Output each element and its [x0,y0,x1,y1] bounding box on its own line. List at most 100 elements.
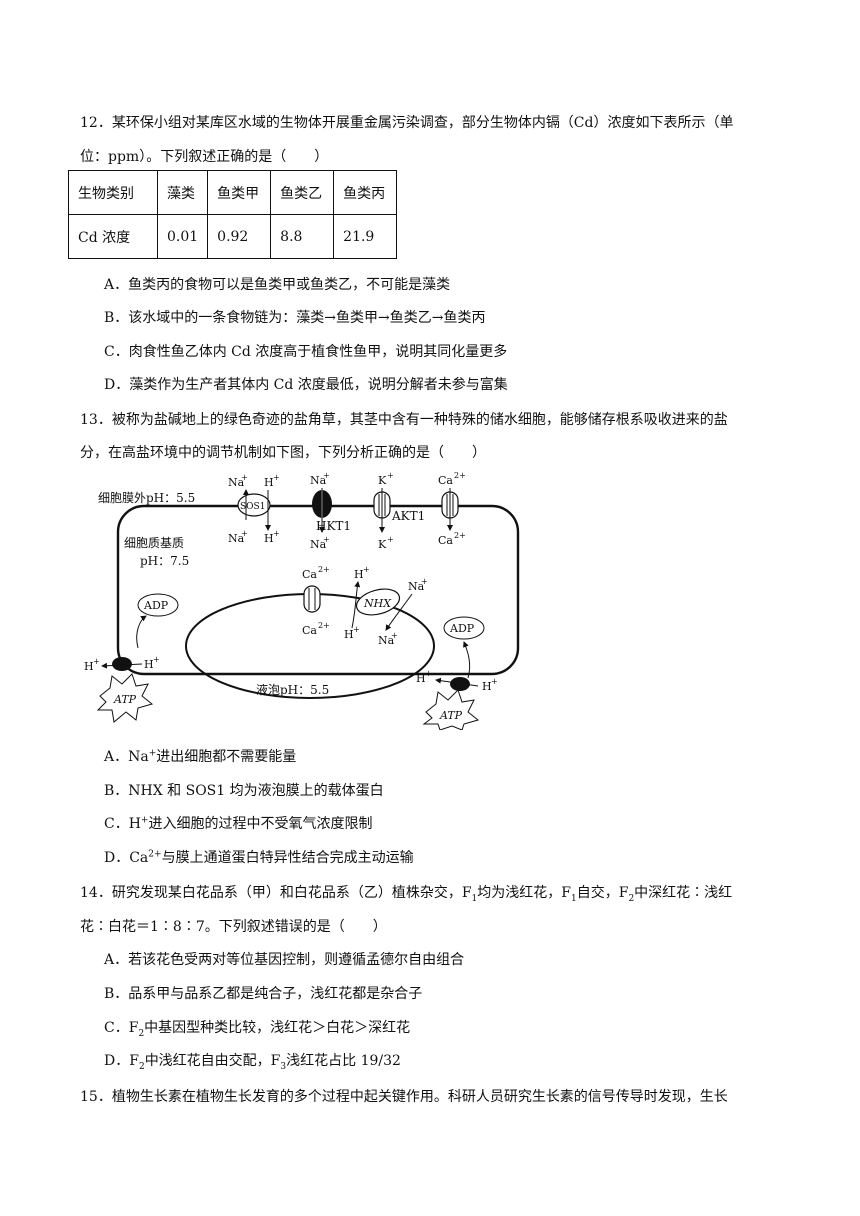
ca-channel-vacuole [303,585,321,613]
table-cell: 0.01 [156,214,209,259]
na-nhx-top: Na [408,580,425,593]
q15-stem-line1: 15．植物生长素在植物生长发育的多个过程中起关键作用。科研人员研究生长素的信号传… [80,1089,728,1105]
ca-vac-bottom-charge: 2+ [318,621,330,630]
subscript: 1 [471,893,478,904]
h-pump-right-a: H [416,672,426,685]
ADP-bubble-left [137,593,179,617]
h-top-sos1: H [264,476,274,489]
h-nhx-top: H [354,568,364,581]
q14-option-c: C．F2中基因型种类比较，浅红花＞白花＞深红花 [104,1017,410,1039]
option-text: D．F [104,1053,139,1069]
ca-vac-top: Ca [302,568,317,581]
cd-table: 生物类别 藻类 鱼类甲 鱼类乙 鱼类丙 Cd 浓度 0.01 0.92 8.8 … [68,170,398,259]
subscript: 2 [628,893,635,904]
ca-vac-bottom: Ca [302,624,317,637]
ca-bottom-charge: 2+ [454,531,466,540]
k-bottom: K [378,538,387,551]
k-top: K [378,474,387,487]
na-top-sos1-charge: + [241,473,248,482]
option-text: 进出细胞都不需要能量 [156,749,297,765]
option-text: A．Na [104,749,149,765]
q13-stem-line2: 分，在高盐环境中的调节机制如下图，下列分析正确的是（ ） [80,445,486,461]
nhx-label: NHX [363,597,392,610]
q12-stem-line1: 12．某环保小组对某库区水域的生物体开展重金属污染调查，部分生物体内镉（Cd）浓… [80,115,734,131]
adp-right-label: ADP [449,622,475,635]
h-pump-left [112,657,132,671]
q14-stem-line2: 花∶白花＝1∶8∶7。下列叙述错误的是（ ） [80,919,387,935]
h-pump-left-out: H [84,660,94,673]
superscript: + [140,815,149,826]
table-cell: 鱼类甲 [207,170,272,215]
q14-option-a: A．若该花色受两对等位基因控制，则遵循孟德尔自由组合 [104,952,465,968]
stem-text: 均为浅红花，F [477,885,571,901]
sos1-label: SOS1 [240,502,265,512]
h-pump-left-in-charge: + [153,655,160,664]
h-pump-right-b-charge: + [491,677,498,686]
h-nhx-bottom: H [344,628,354,641]
table-cell: 生物类别 [68,170,158,215]
option-text: 中浅红花自由交配，F [144,1053,281,1069]
ADP-bubble-right [443,616,485,640]
q12-option-c: C．肉食性鱼乙体内 Cd 浓度高于植食性鱼甲，说明其同化量更多 [104,344,508,360]
q12-option-d: D．藻类作为生产者其体内 Cd 浓度最低，说明分解者未参与富集 [104,377,508,393]
q12-option-a: A．鱼类丙的食物可以是鱼类甲或鱼类乙，不可能是藻类 [104,277,451,293]
q12-option-b: B．该水域中的一条食物链为：藻类→鱼类甲→鱼类乙→鱼类丙 [104,310,486,326]
subscript: 1 [570,893,577,904]
q13-option-a: A．Na+进出细胞都不需要能量 [104,746,296,766]
q13-stem-line1: 13．被称为盐碱地上的绿色奇迹的盐角草，其茎中含有一种特殊的储水细胞，能够储存根… [80,412,728,428]
ca-top-charge: 2+ [454,471,466,480]
option-text: C．H [104,816,141,832]
ATP-burst-left [96,673,154,723]
table-row: Cd 浓度 0.01 0.92 8.8 21.9 [68,214,398,259]
h-top-sos1-charge: + [273,473,280,482]
table-cell: 8.8 [270,214,335,259]
hkt1-label: HKT1 [316,519,351,533]
h-pump-right-b: H [482,680,492,693]
adp-left-label: ADP [143,599,169,612]
q14-option-d: D．F2中浅红花自由交配，F3浅红花占比 19/32 [104,1050,401,1072]
h-nhx-top-charge: + [363,565,370,574]
na-arrow-nhx [385,593,413,631]
na-bottom-hkt1: Na [310,538,327,551]
cytoplasm-label: 细胞质基质 [124,536,184,550]
option-text: 中基因型种类比较，浅红花＞白花＞深红花 [144,1020,411,1036]
k-top-charge: + [387,471,394,480]
nhx-protein [355,588,401,616]
superscript: 2+ [148,849,162,860]
stem-text: 中深红花∶浅红 [634,885,733,901]
q13-option-b: B．NHX 和 SOS1 均为液泡膜上的载体蛋白 [104,783,384,799]
superscript: + [148,748,157,759]
h-arrow-pump-right [435,677,479,687]
na-top-hkt1-charge: + [323,471,330,480]
h-pump-left-in: H [144,658,154,671]
h-arrow-nhx [351,581,361,629]
stem-text: 14．研究发现某白花品系（甲）和白花品系（乙）植株杂交，F [80,885,472,901]
cell-diagram: 细胞膜外pH：5.5 细胞质基质 pH：7.5 液泡pH：5.5 SOS1 Na… [84,471,520,730]
q13-option-d: D．Ca2+与膜上通道蛋白特异性结合完成主动运输 [104,847,414,867]
h-pump-left-out-charge: + [93,657,100,666]
q12-stem-line2: 位：ppm）。下列叙述正确的是（ ） [80,149,329,165]
table-cell: Cd 浓度 [68,214,158,259]
ca-top: Ca [438,474,453,487]
h-pump-right [450,677,470,691]
vacuole-ph-label: 液泡pH：5.5 [256,682,329,697]
table-cell: 藻类 [156,170,209,215]
k-bottom-charge: + [387,535,394,544]
q14-option-b: B．品系甲与品系乙都是纯合子，浅红花都是杂合子 [104,986,423,1002]
na-bottom-sos1: Na [228,532,245,545]
na-nhx-bottom: Na [378,634,395,647]
table-cell: 鱼类丙 [333,170,398,215]
table-cell: 0.92 [207,214,272,259]
na-nhx-bottom-charge: + [391,631,398,640]
option-text: D．Ca [104,850,149,866]
na-nhx-top-charge: + [421,577,428,586]
q14-stem-line1: 14．研究发现某白花品系（甲）和白花品系（乙）植株杂交，F1均为浅红花，F1自交… [80,882,732,904]
option-text: 与膜上通道蛋白特异性结合完成主动运输 [161,850,414,866]
option-text: 进入细胞的过程中不受氧气浓度限制 [148,816,373,832]
subscript: 2 [138,1061,145,1072]
h-arrow-pump-left [101,662,143,669]
subscript: 2 [138,1028,145,1039]
table-row: 生物类别 藻类 鱼类甲 鱼类乙 鱼类丙 [68,170,398,215]
adp-arrow-left [136,615,147,649]
atp-right-label: ATP [439,709,463,722]
